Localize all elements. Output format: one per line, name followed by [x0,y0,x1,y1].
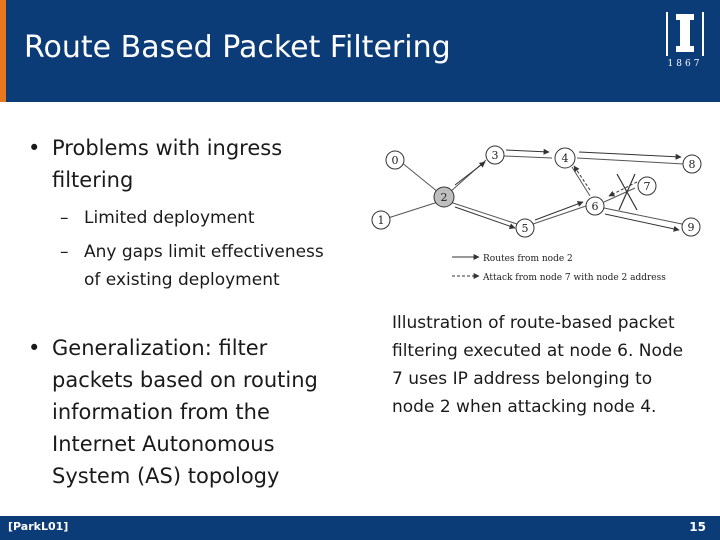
legend-attack: Attack from node 7 with node 2 address [482,273,666,283]
logo-year: 1867 [667,59,703,69]
node-0: 0 [385,150,405,170]
legend-routes: Routes from node 2 [483,254,573,264]
figure-caption: Illustration of route-based packet filte… [392,313,684,417]
svg-text:2: 2 [441,191,448,204]
bullet-problems: • Problems with ingress filtering [28,132,348,196]
node-6: 6 [585,196,605,216]
node-3: 3 [485,145,505,165]
node-7: 7 [637,176,657,196]
sub-bullet-dash: – [60,242,69,262]
svg-text:6: 6 [592,200,599,213]
sub-bullet-limited: – Limited deployment [60,204,330,232]
bullet-text: Problems with ingress filtering [52,136,283,192]
bullet-generalization: • Generalization: filter packets based o… [28,332,348,492]
slide-title: Route Based Packet Filtering [24,30,451,65]
node-8: 8 [682,154,702,174]
svg-text:8: 8 [689,158,696,171]
sub-bullet-gaps: – Any gaps limit effectiveness of existi… [60,238,330,294]
node-9: 9 [681,217,701,237]
node-2: 2 [433,186,455,208]
node-4: 4 [554,147,576,169]
sub-bullet-dash: – [60,208,69,228]
svg-text:3: 3 [492,149,499,162]
bullet-dot: • [28,136,41,160]
page-number: 15 [689,520,706,534]
title-bar: Route Based Packet Filtering 1867 [0,0,720,102]
bullet-dot: • [28,336,41,360]
title-bar-accent [0,0,6,102]
node-5: 5 [515,218,535,238]
route-filtering-diagram: 0 1 2 3 4 5 6 7 [371,145,702,283]
sub-bullet-text: Any gaps limit effectiveness of existing… [84,242,324,290]
svg-text:0: 0 [392,154,399,167]
footer-bar [0,516,720,540]
svg-text:7: 7 [644,180,651,193]
filter-cross-mark [616,173,638,211]
figure-legend: Routes from node 2 Attack from node 7 wi… [452,254,666,283]
svg-text:5: 5 [522,222,529,235]
university-seal-icon [666,12,704,56]
node-1: 1 [371,210,391,230]
svg-text:9: 9 [688,221,695,234]
bullet-text: Generalization: filter packets based on … [52,336,318,488]
sub-bullet-text: Limited deployment [84,208,255,228]
university-logo: 1867 [660,10,710,82]
svg-text:4: 4 [562,152,569,165]
citation: [ParkL01] [8,520,69,533]
svg-text:1: 1 [378,214,385,227]
